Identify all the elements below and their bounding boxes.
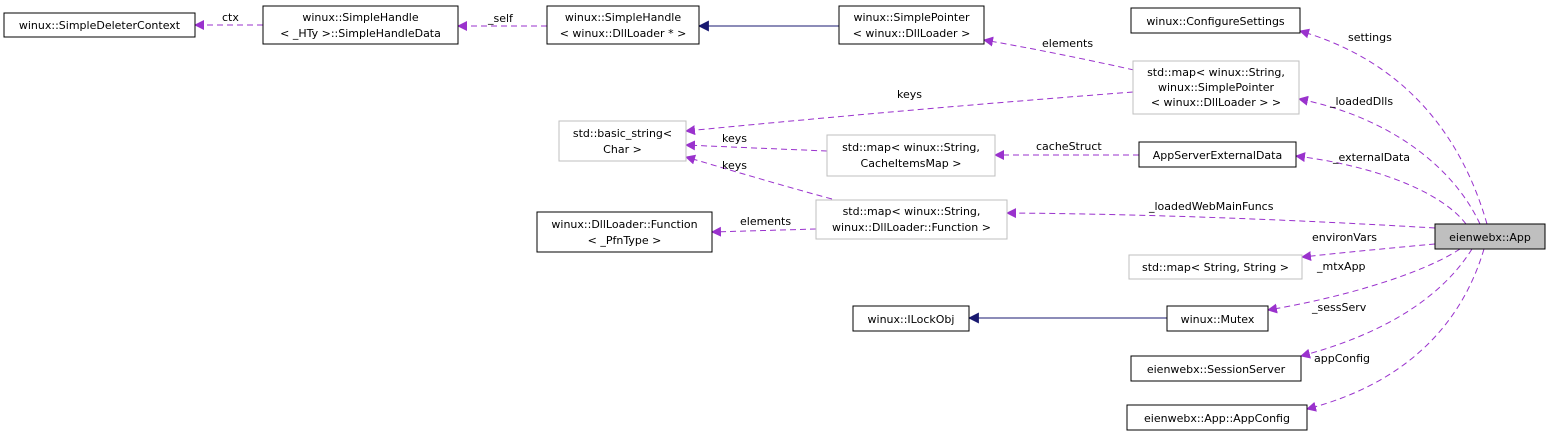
edge-label-ctx: ctx bbox=[222, 11, 239, 24]
node-simple-pointer-dllloader[interactable]: winux::SimplePointer < winux::DllLoader … bbox=[838, 5, 985, 45]
node-label-line-2: winux::DllLoader::Function > bbox=[832, 221, 991, 234]
node-label: eienwebx::App bbox=[1449, 231, 1531, 244]
edge-label-keys-ptrmap: keys bbox=[897, 88, 922, 101]
node-label-line-1: winux::SimpleHandle bbox=[565, 11, 682, 24]
node-app-config[interactable]: eienwebx::App::AppConfig bbox=[1126, 404, 1308, 431]
edge-label-self: _self bbox=[487, 12, 514, 25]
edge-label-app-config: appConfig bbox=[1314, 352, 1370, 365]
node-label: winux::ConfigureSettings bbox=[1146, 15, 1285, 28]
edge-label-elements-func: elements bbox=[740, 215, 791, 228]
node-label-line-2: winux::SimplePointer bbox=[1158, 81, 1275, 94]
edge-label-sess-serv: _sessServ bbox=[1311, 301, 1367, 314]
node-label: winux::ILockObj bbox=[868, 313, 955, 326]
node-label-line-2: < winux::DllLoader > bbox=[853, 27, 971, 40]
node-simple-handle-data[interactable]: winux::SimpleHandle < _HTy >::SimpleHand… bbox=[262, 5, 459, 45]
edge-label-settings: settings bbox=[1348, 31, 1392, 44]
node-label: winux::SimpleDeleterContext bbox=[19, 19, 181, 32]
edge-keys-ptrmap bbox=[685, 91, 1134, 136]
node-simple-deleter-context[interactable]: winux::SimpleDeleterContext bbox=[3, 12, 196, 38]
edge-label-loaded-web-main-funcs: _loadedWebMainFuncs bbox=[1148, 200, 1274, 213]
edge-loaded-web-main-funcs bbox=[1006, 208, 1436, 229]
node-label-line-1: std::map< winux::String, bbox=[843, 205, 981, 218]
node-ilockobj[interactable]: winux::ILockObj bbox=[852, 305, 970, 332]
edge-environ-vars bbox=[1301, 243, 1436, 262]
edge-label-elements-pointer: elements bbox=[1042, 37, 1093, 50]
node-label-line-2: < winux::DllLoader * > bbox=[560, 27, 687, 40]
node-map-string-string[interactable]: std::map< String, String > bbox=[1128, 254, 1303, 280]
node-label: winux::Mutex bbox=[1181, 313, 1255, 326]
edge-label-loaded-dlls: _loadedDlls bbox=[1329, 95, 1393, 108]
edge-app-config bbox=[1306, 248, 1485, 412]
node-configure-settings[interactable]: winux::ConfigureSettings bbox=[1130, 7, 1301, 34]
node-label: eienwebx::SessionServer bbox=[1147, 363, 1286, 376]
node-label-line-1: std::map< winux::String, bbox=[842, 141, 980, 154]
node-label-line-3: < winux::DllLoader > > bbox=[1151, 96, 1281, 109]
node-label-line-1: std::map< winux::String, bbox=[1147, 66, 1285, 79]
edge-external-data bbox=[1295, 152, 1467, 225]
node-basic-string[interactable]: std::basic_string< Char > bbox=[558, 120, 687, 162]
node-label-line-2: < _HTy >::SimpleHandleData bbox=[280, 27, 441, 40]
edge-settings bbox=[1299, 28, 1488, 225]
edge-label-cache-struct: cacheStruct bbox=[1036, 140, 1102, 153]
edge-label-keys-funcmap: keys bbox=[722, 159, 747, 172]
node-label-line-1: winux::SimpleHandle bbox=[302, 11, 419, 24]
node-eienwebx-app[interactable]: eienwebx::App bbox=[1434, 223, 1546, 250]
node-label: AppServerExternalData bbox=[1153, 149, 1282, 162]
edge-mtx-app bbox=[1267, 248, 1461, 314]
edge-label-external-data: _externalData bbox=[1332, 151, 1410, 164]
node-label-line-2: CacheItemsMap > bbox=[861, 157, 962, 170]
edge-keys-funcmap bbox=[685, 154, 833, 200]
node-map-string-simplepointer[interactable]: std::map< winux::String, winux::SimplePo… bbox=[1132, 60, 1300, 115]
node-session-server[interactable]: eienwebx::SessionServer bbox=[1130, 355, 1302, 382]
node-app-server-external-data[interactable]: AppServerExternalData bbox=[1138, 141, 1297, 168]
edge-sess-serv bbox=[1300, 248, 1473, 359]
node-simple-handle-dllloader[interactable]: winux::SimpleHandle < winux::DllLoader *… bbox=[546, 5, 700, 45]
edge-keys-cachemap bbox=[685, 140, 828, 152]
node-label: std::map< String, String > bbox=[1142, 261, 1289, 274]
node-label-line-1: winux::SimplePointer bbox=[853, 11, 970, 24]
node-map-string-cacheitemsmap[interactable]: std::map< winux::String, CacheItemsMap > bbox=[826, 134, 996, 177]
node-mutex[interactable]: winux::Mutex bbox=[1166, 305, 1269, 332]
node-dllloader-function[interactable]: winux::DllLoader::Function < _PfnType > bbox=[536, 211, 713, 253]
edge-label-keys-cachemap: keys bbox=[722, 132, 747, 145]
node-label-line-2: Char > bbox=[603, 143, 642, 156]
node-label: eienwebx::App::AppConfig bbox=[1144, 412, 1290, 425]
node-label-line-1: winux::DllLoader::Function bbox=[551, 218, 697, 231]
edge-label-environ-vars: environVars bbox=[1312, 231, 1377, 244]
node-label-line-2: < _PfnType > bbox=[588, 234, 662, 247]
edge-elements-func bbox=[711, 226, 817, 237]
node-map-string-dllloader-function[interactable]: std::map< winux::String, winux::DllLoade… bbox=[815, 199, 1008, 240]
edge-label-mtx-app: _mtxApp bbox=[1316, 260, 1366, 273]
node-label-line-1: std::basic_string< bbox=[573, 127, 672, 140]
